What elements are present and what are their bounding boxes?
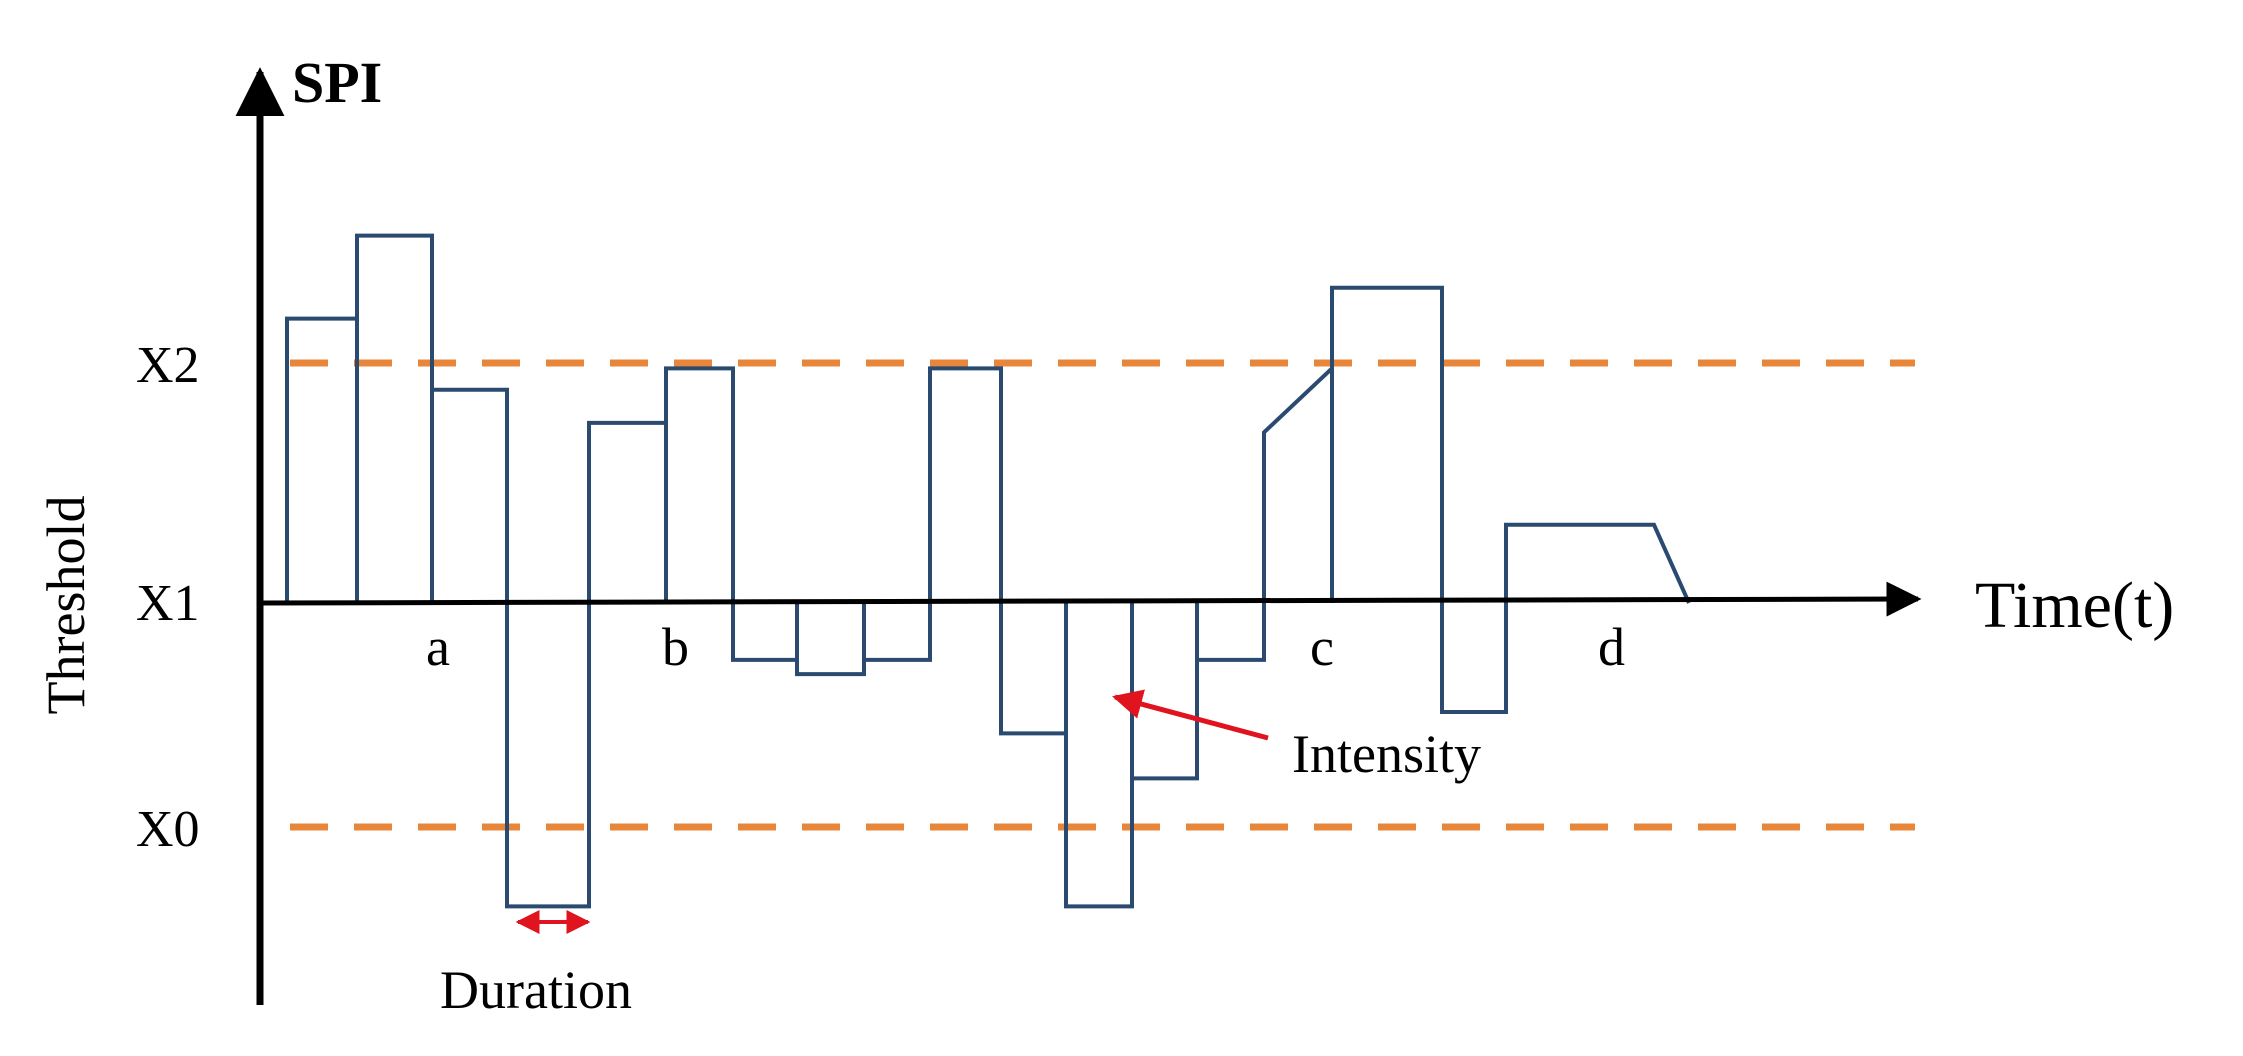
spi-bar-6 — [664, 366, 735, 603]
spi-bar-4 — [505, 603, 591, 909]
spi-bar-10 — [928, 366, 1003, 603]
threshold-label-x2: X2 — [136, 337, 200, 394]
duration-label: Duration — [440, 960, 632, 1020]
spi-bar-14 — [1195, 603, 1266, 662]
spi-bar-16 — [1330, 285, 1444, 603]
spi-bar-3 — [430, 387, 509, 603]
spi-bar-7 — [731, 603, 799, 662]
spi-bar-12 — [1064, 603, 1134, 909]
segment-label-c: c — [1310, 617, 1334, 677]
intensity-arrow — [1112, 689, 1269, 741]
spi-bar-2 — [355, 233, 434, 603]
y-axis-title: SPI — [292, 50, 382, 115]
x-axis — [259, 581, 1922, 617]
segment-label-a: a — [426, 617, 450, 677]
spi-bars — [285, 233, 1691, 909]
spi-bar-11 — [999, 603, 1068, 736]
threshold-label-x1: X1 — [136, 575, 200, 632]
x-axis-title: Time(t) — [1975, 569, 2174, 642]
intensity-label: Intensity — [1292, 724, 1481, 784]
spi-bar-13 — [1130, 603, 1199, 781]
spi-bar-9 — [862, 603, 932, 662]
spi-bar-18 — [1504, 522, 1691, 604]
spi-bar-8 — [795, 603, 866, 677]
spi-bar-15 — [1262, 363, 1334, 603]
segment-label-b: b — [662, 617, 689, 677]
threshold-label-x0: X0 — [136, 801, 200, 858]
threshold-axis-label: Threshold — [36, 496, 96, 715]
spi-bar-5 — [587, 420, 668, 603]
segment-label-d: d — [1598, 617, 1625, 677]
spi-bar-17 — [1440, 603, 1508, 715]
